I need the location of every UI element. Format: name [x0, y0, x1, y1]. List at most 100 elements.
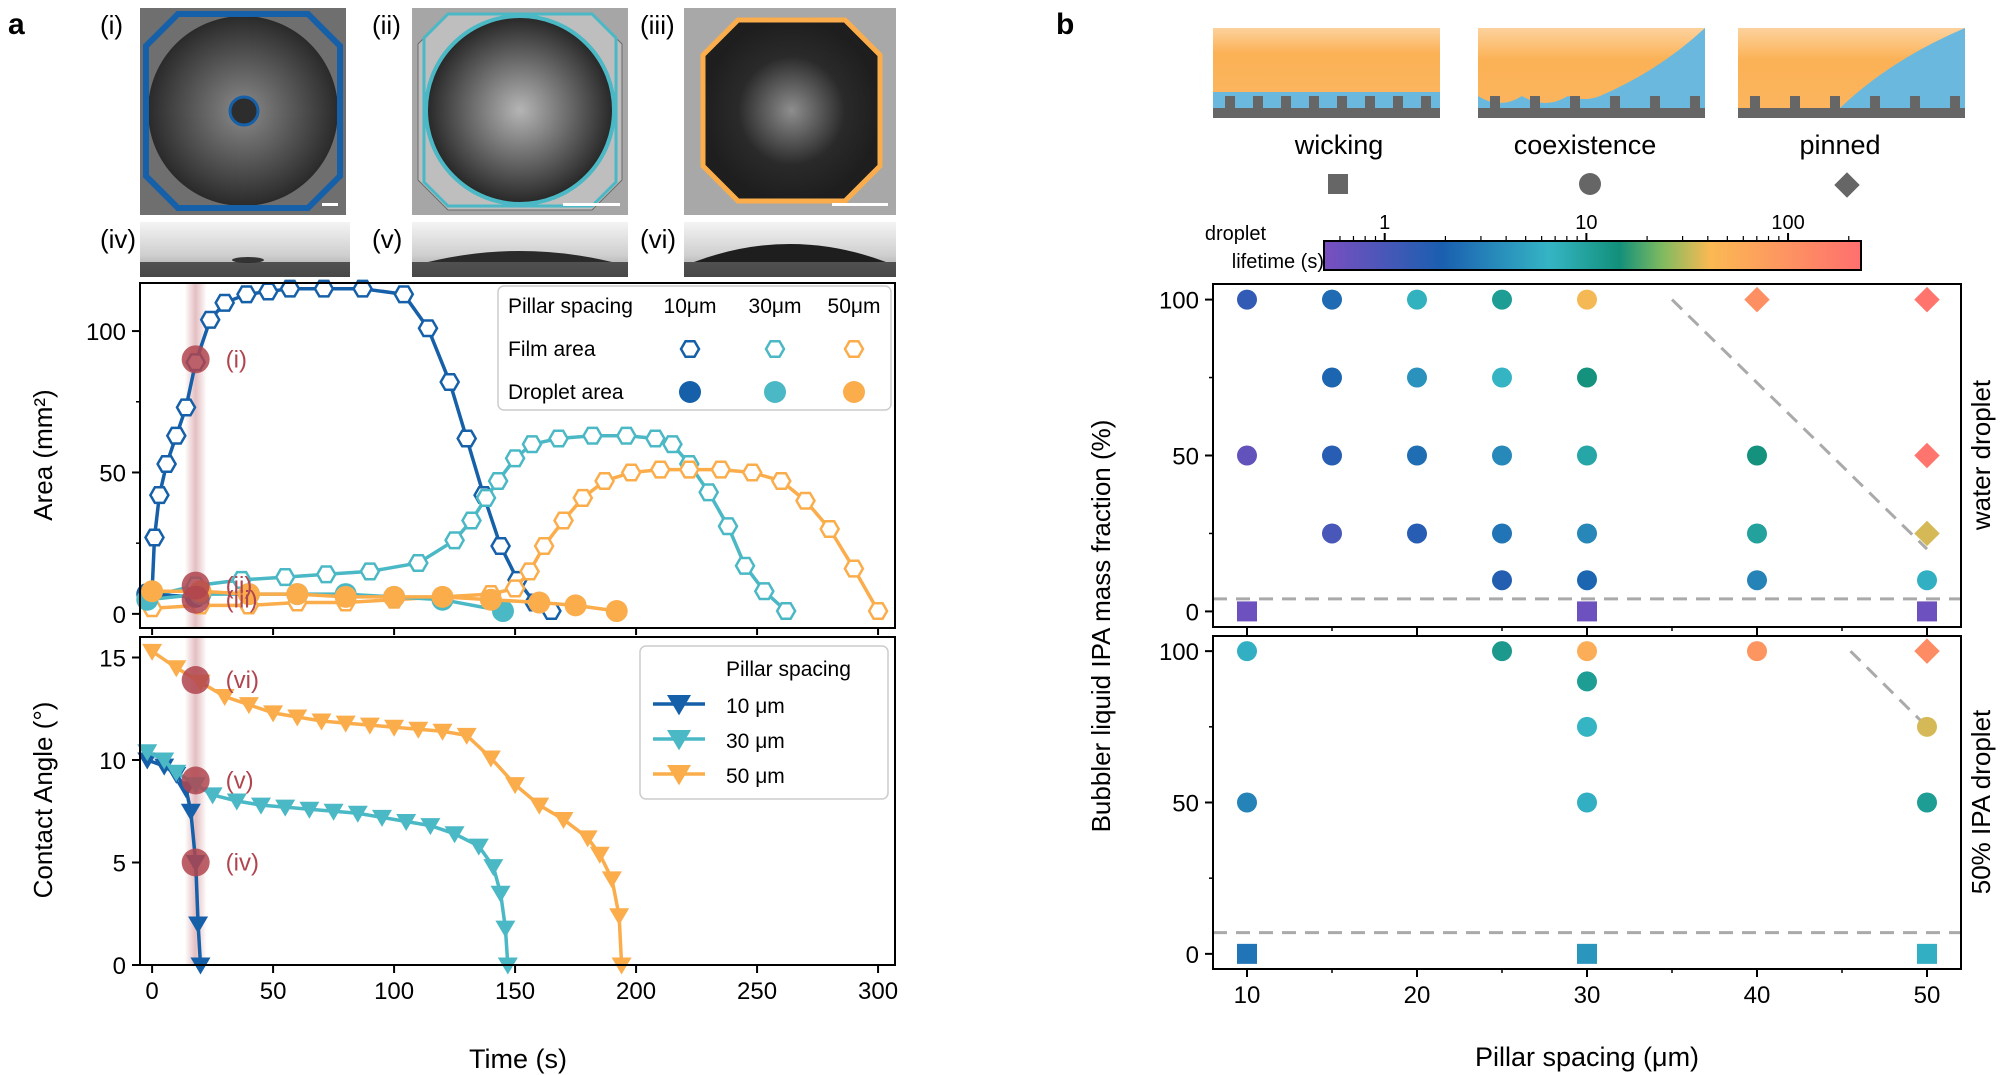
coexistence-point: [1322, 367, 1342, 388]
coexistence-point: [1577, 445, 1597, 466]
coexistence-point: [1407, 445, 1427, 466]
label-iv: (iv): [100, 224, 136, 254]
x-tick-label: 300: [858, 978, 898, 1005]
film-point-10μm: [214, 293, 236, 312]
angle-legend-title: Pillar spacing: [726, 658, 851, 681]
film-point-50μm: [867, 601, 889, 621]
angle-point-30 μm: [226, 793, 247, 811]
droplet-point-50μm: [383, 585, 406, 608]
legend-triangle-30 μm: [667, 730, 691, 751]
coexistence-point: [1577, 792, 1597, 813]
area-plot-frame: [139, 282, 896, 629]
wicking-point: [1237, 601, 1257, 622]
wicking-point: [1577, 601, 1597, 622]
angle-point-30 μm: [347, 805, 368, 823]
film-point-30μm: [582, 426, 603, 445]
y-tick-label: 100: [86, 319, 126, 346]
angle-legend-50: 50 μm: [726, 765, 785, 788]
annotation-marker: [181, 766, 210, 795]
coexistence-point: [1747, 570, 1767, 591]
film-point-10μm: [279, 279, 301, 298]
film-point-50μm: [795, 491, 816, 510]
angle-point-30 μm: [420, 818, 441, 836]
area-legend-title: Pillar spacing: [508, 295, 633, 318]
coexistence-point: [1492, 641, 1512, 662]
legend-film-30μm: [764, 339, 786, 359]
colorbar-label-bottom: lifetime (s): [1232, 251, 1324, 273]
micrograph-top-ii: [412, 8, 628, 215]
regime-schematic-pinned: [1738, 28, 1965, 118]
highlight-band: [184, 637, 207, 965]
coexistence-point: [1577, 716, 1597, 737]
angle-point-30 μm: [468, 838, 489, 856]
droplet-point-50μm: [605, 600, 628, 623]
micrograph-top-i: [140, 8, 346, 215]
angle-point-30 μm: [275, 799, 296, 817]
area-legend-droplet: Droplet area: [508, 381, 624, 404]
area-ylabel: Area (mm²): [28, 389, 58, 520]
annotation-label: (iii): [226, 587, 258, 614]
coexistence-point: [1917, 570, 1937, 591]
film-point-50μm: [519, 562, 541, 581]
angle-point-50 μm: [529, 797, 550, 815]
x-tick-label: 0: [145, 978, 158, 1005]
y-tick-label: 15: [99, 646, 126, 673]
droplet-point-50μm: [431, 585, 454, 608]
angle-legend: Pillar spacing 10 μm 30 μm 50 μm: [639, 645, 889, 800]
label-ii: (ii): [372, 10, 401, 40]
colorbar-tick-label: 100: [1771, 212, 1804, 234]
film-point-10μm: [439, 372, 461, 392]
y-tick-label: 0: [113, 602, 126, 629]
angle-point-50 μm: [609, 908, 630, 926]
coexistence-point: [1492, 445, 1512, 466]
coexistence-point: [1747, 641, 1767, 662]
angle-legend-10: 10 μm: [726, 695, 785, 718]
wicking-point: [1577, 943, 1597, 964]
film-point-50μm: [819, 519, 841, 539]
annotation-marker: [181, 345, 210, 374]
film-point-30μm: [548, 429, 570, 448]
film-point-30μm: [274, 568, 296, 587]
coexistence-marker-icon: [1579, 173, 1601, 195]
x-tick-label: 50: [260, 978, 287, 1005]
film-point-10μm: [490, 536, 512, 556]
coexistence-point: [1747, 445, 1767, 466]
legend-film-10μm: [679, 339, 701, 359]
coexistence-point: [1577, 367, 1597, 388]
film-point-30μm: [753, 582, 775, 601]
film-point-50μm: [533, 536, 555, 556]
film-point-30μm: [521, 435, 543, 454]
pinned-point: [1914, 286, 1940, 313]
pinned-point: [1744, 286, 1770, 313]
x-tick-label: 10: [1234, 982, 1261, 1009]
phase-xlabel: Pillar spacing (μm): [1475, 1042, 1699, 1072]
micrograph-side-v: [412, 222, 628, 277]
angle-point-50 μm: [238, 697, 259, 715]
film-point-50μm: [504, 579, 526, 598]
angle-point-50 μm: [408, 721, 429, 739]
label-v: (v): [372, 224, 402, 254]
film-point-50μm: [843, 559, 865, 578]
angle-point-50 μm: [263, 705, 284, 723]
angle-point-50 μm: [577, 830, 598, 848]
colorbar-label-top: droplet: [1205, 223, 1267, 245]
x-tick-label: 200: [616, 978, 656, 1005]
coexistence-point: [1577, 671, 1597, 692]
y-tick-label: 5: [113, 851, 126, 878]
angle-point-50 μm: [311, 713, 332, 731]
legend-droplet-30μm: [764, 381, 786, 403]
droplet-point-50μm: [237, 583, 260, 606]
area-legend-col-50: 50μm: [828, 295, 881, 318]
angle-point-50 μm: [287, 709, 308, 727]
angle-point-50 μm: [589, 846, 610, 864]
phase-water-side-label: water droplet: [1966, 379, 1996, 531]
film-point-50μm: [594, 471, 616, 490]
film-point-30μm: [775, 601, 797, 621]
coexistence-point: [1577, 641, 1597, 662]
wicking-point: [1917, 601, 1937, 622]
regime-label-coexistence: coexistence: [1514, 130, 1657, 160]
film-point-50μm: [741, 463, 763, 482]
